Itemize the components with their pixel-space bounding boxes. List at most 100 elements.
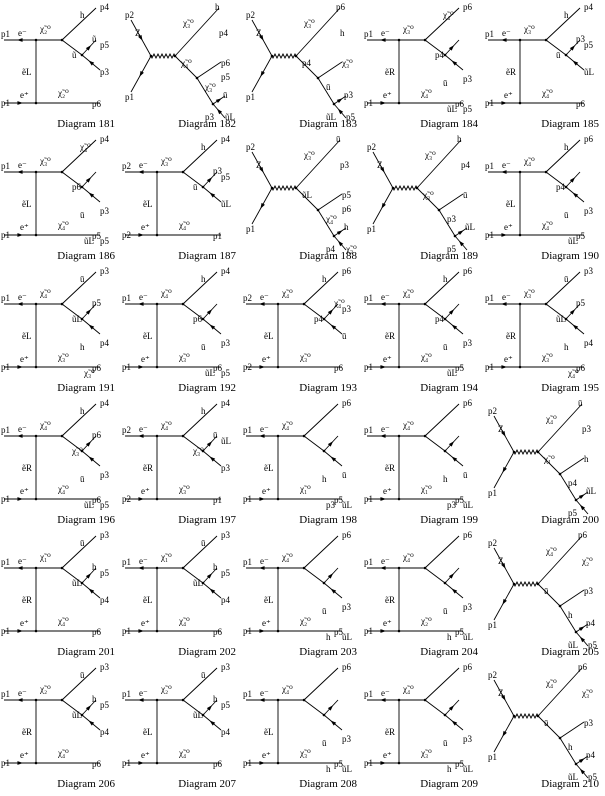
arrow bbox=[138, 34, 143, 41]
neutralino-line bbox=[537, 403, 583, 453]
diagram-caption: Diagram 185 bbox=[541, 118, 599, 130]
bottom-particle-label: p5 bbox=[100, 236, 110, 246]
diagram-caption: Diagram 191 bbox=[57, 382, 115, 394]
arrow bbox=[451, 720, 458, 726]
bottom-particle-label: ũL bbox=[342, 764, 352, 774]
arrow bbox=[572, 324, 579, 330]
positron-label: e⁺ bbox=[383, 618, 392, 628]
external-label-right: p3 bbox=[100, 662, 110, 672]
arrow bbox=[138, 233, 145, 237]
z-boson-propagator bbox=[271, 184, 297, 192]
vertex-dot bbox=[60, 38, 64, 42]
particle-label: h bbox=[457, 134, 462, 144]
external-label-right-bottom: p1 bbox=[213, 231, 222, 241]
diagram-caption: Diagram 182 bbox=[178, 118, 236, 130]
arrow bbox=[16, 434, 23, 438]
arrow bbox=[448, 441, 455, 447]
arrow bbox=[209, 192, 216, 198]
arrow bbox=[579, 504, 586, 511]
higgs-line bbox=[61, 7, 97, 41]
bottom-particle-label: p3 bbox=[447, 500, 457, 510]
propagator-label: ẽR bbox=[385, 331, 395, 341]
bottom-particle-label: ū bbox=[443, 738, 448, 748]
squark-line bbox=[424, 303, 446, 320]
external-label-left-bottom: p1 bbox=[485, 230, 494, 240]
arrow bbox=[16, 698, 23, 702]
top-particle-label: χ̃₃⁰ bbox=[523, 24, 535, 34]
external-label-right-bottom: p6 bbox=[92, 495, 102, 505]
propagator-label: ẽL bbox=[264, 595, 274, 605]
arrow bbox=[85, 573, 92, 579]
external-label-left: p1 bbox=[122, 293, 131, 303]
external-label-right-bottom: p6 bbox=[213, 627, 223, 637]
vertex-dot bbox=[544, 302, 548, 306]
arrow bbox=[17, 101, 24, 105]
higgs-line bbox=[182, 139, 218, 173]
vertex-dot bbox=[270, 54, 274, 58]
bottom-particle-label: ũL bbox=[342, 632, 352, 642]
top-particle-label: χ̃₄⁰ bbox=[402, 288, 414, 298]
vertex-dot bbox=[332, 234, 336, 238]
arrow bbox=[138, 497, 145, 501]
arrow bbox=[88, 720, 95, 726]
external-label-right: p3 bbox=[100, 266, 110, 276]
arrow bbox=[500, 170, 507, 174]
propagator-label: ẽR bbox=[506, 331, 516, 341]
squark-line bbox=[61, 171, 83, 188]
bottom-particle-label: p4 bbox=[100, 338, 110, 348]
vertex-dot bbox=[443, 713, 447, 717]
arrow bbox=[260, 70, 265, 77]
arrow bbox=[258, 434, 265, 438]
higgs-line bbox=[424, 403, 460, 437]
arrow bbox=[215, 98, 222, 104]
diagram-caption: Diagram 210 bbox=[541, 778, 599, 790]
electron-label: e⁻ bbox=[260, 688, 269, 698]
arrow bbox=[448, 45, 455, 51]
particle-label: ū bbox=[544, 586, 549, 596]
vertex-dot bbox=[302, 566, 306, 570]
bottom-particle-label: ū bbox=[443, 342, 448, 352]
bottom-particle-label: χ̃₄⁰ bbox=[57, 748, 69, 758]
external-label-right-bottom: p6 bbox=[92, 627, 102, 637]
higgs-line bbox=[61, 139, 97, 173]
external-label-left: p1 bbox=[1, 293, 10, 303]
particle-label: p6 bbox=[336, 2, 346, 12]
diagram-caption: Diagram 193 bbox=[299, 382, 357, 394]
particle-label: p4 bbox=[586, 618, 596, 628]
vertex-dot bbox=[558, 604, 562, 608]
bottom-particle-label: χ̃₃⁰ bbox=[299, 748, 311, 758]
arrow bbox=[379, 38, 386, 42]
vertex-dot bbox=[80, 317, 84, 321]
top-particle-label: χ̃₃⁰ bbox=[192, 446, 204, 456]
external-label-left: p1 bbox=[485, 29, 494, 39]
external-label-left-top: p2 bbox=[488, 538, 497, 548]
bottom-particle-label: p3 bbox=[463, 602, 473, 612]
bottom-particle-label: ũL bbox=[568, 236, 578, 246]
vertex-dot bbox=[564, 185, 568, 189]
arrow bbox=[380, 761, 387, 765]
external-label-right: p6 bbox=[463, 2, 473, 12]
arrow bbox=[380, 166, 385, 173]
external-label-right-bottom: p6 bbox=[576, 99, 586, 109]
arrow bbox=[259, 365, 266, 369]
bottom-particle-label: p3 bbox=[463, 338, 473, 348]
top-particle-label: p6 bbox=[193, 314, 203, 324]
neutralino-line-2 bbox=[537, 715, 561, 739]
top-particle-label: ū bbox=[80, 538, 85, 548]
external-label-left: p1 bbox=[364, 689, 373, 699]
top-particle-label: χ̃₂⁰ bbox=[39, 24, 51, 34]
arrow bbox=[137, 698, 144, 702]
squark-line bbox=[545, 39, 567, 56]
